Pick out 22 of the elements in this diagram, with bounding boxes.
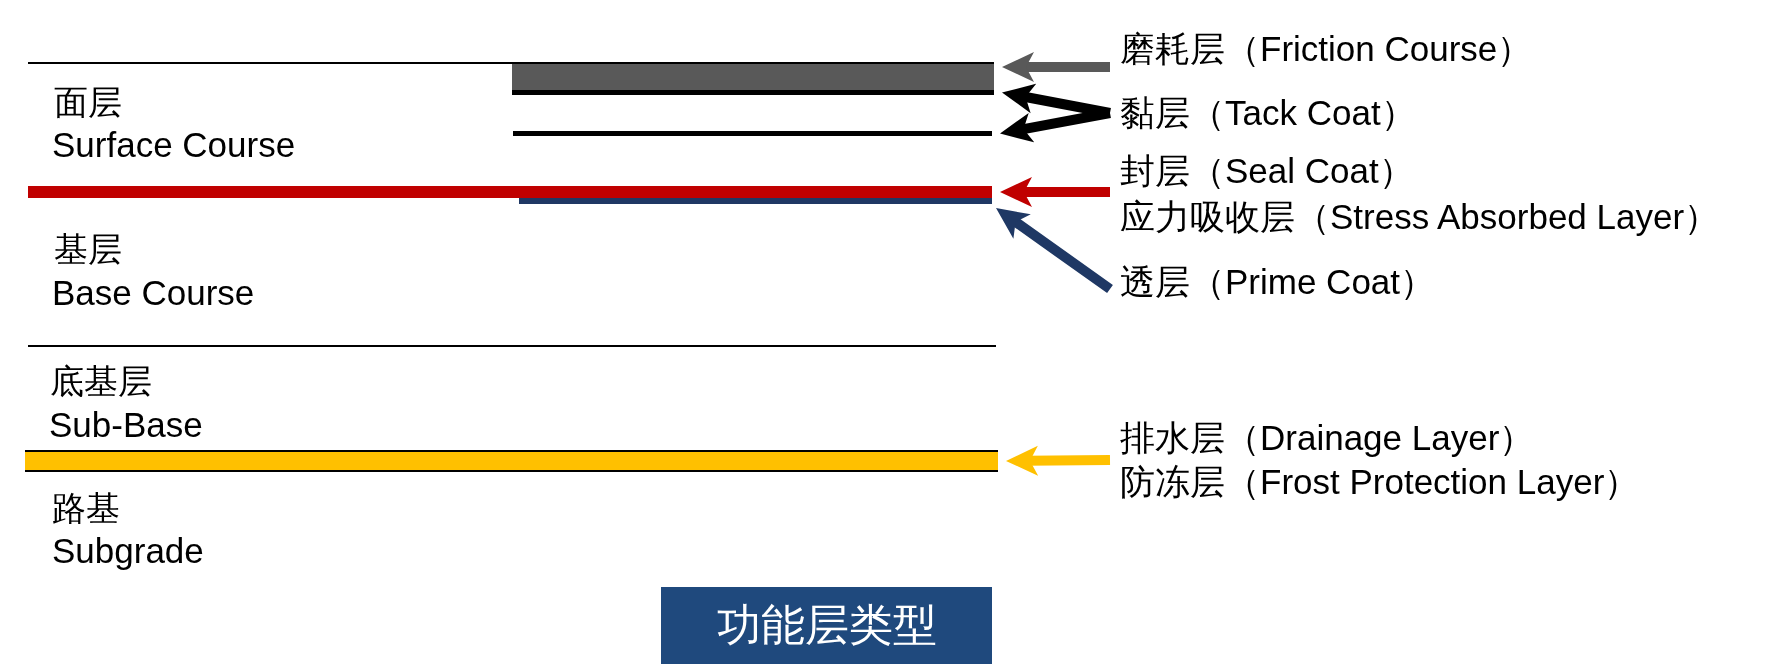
arrow — [1005, 445, 1111, 476]
layer-label: 基层 — [54, 231, 122, 267]
callout-text: 透层（Prime Coat） — [1120, 261, 1436, 303]
callout-text: 排水层（Drainage Layer） — [1120, 417, 1535, 459]
layer-bar — [519, 198, 992, 204]
callout-text: 磨耗层（Friction Course） — [1120, 28, 1533, 70]
callout-text: 应力吸收层（Stress Absorbed Layer） — [1120, 196, 1720, 238]
layer-label: 面层 — [54, 84, 122, 120]
callout-text: 封层（Seal Coat） — [1120, 150, 1414, 192]
figure-title: 功能层类型 — [661, 587, 992, 664]
layer-label: Sub-Base — [49, 407, 203, 443]
layer-bar — [28, 186, 992, 198]
arrow — [1000, 177, 1110, 207]
callout-text: 黏层（Tack Coat） — [1120, 92, 1416, 134]
layer-bar — [512, 62, 994, 90]
layer-bar — [25, 450, 998, 472]
arrow — [1002, 52, 1110, 82]
layer-label: Surface Course — [52, 127, 296, 163]
callout-text: 防冻层（Frost Protection Layer） — [1120, 461, 1640, 503]
layer-label: Subgrade — [52, 533, 204, 569]
layer-label: 底基层 — [50, 363, 152, 399]
layer-label: Base Course — [52, 275, 255, 311]
